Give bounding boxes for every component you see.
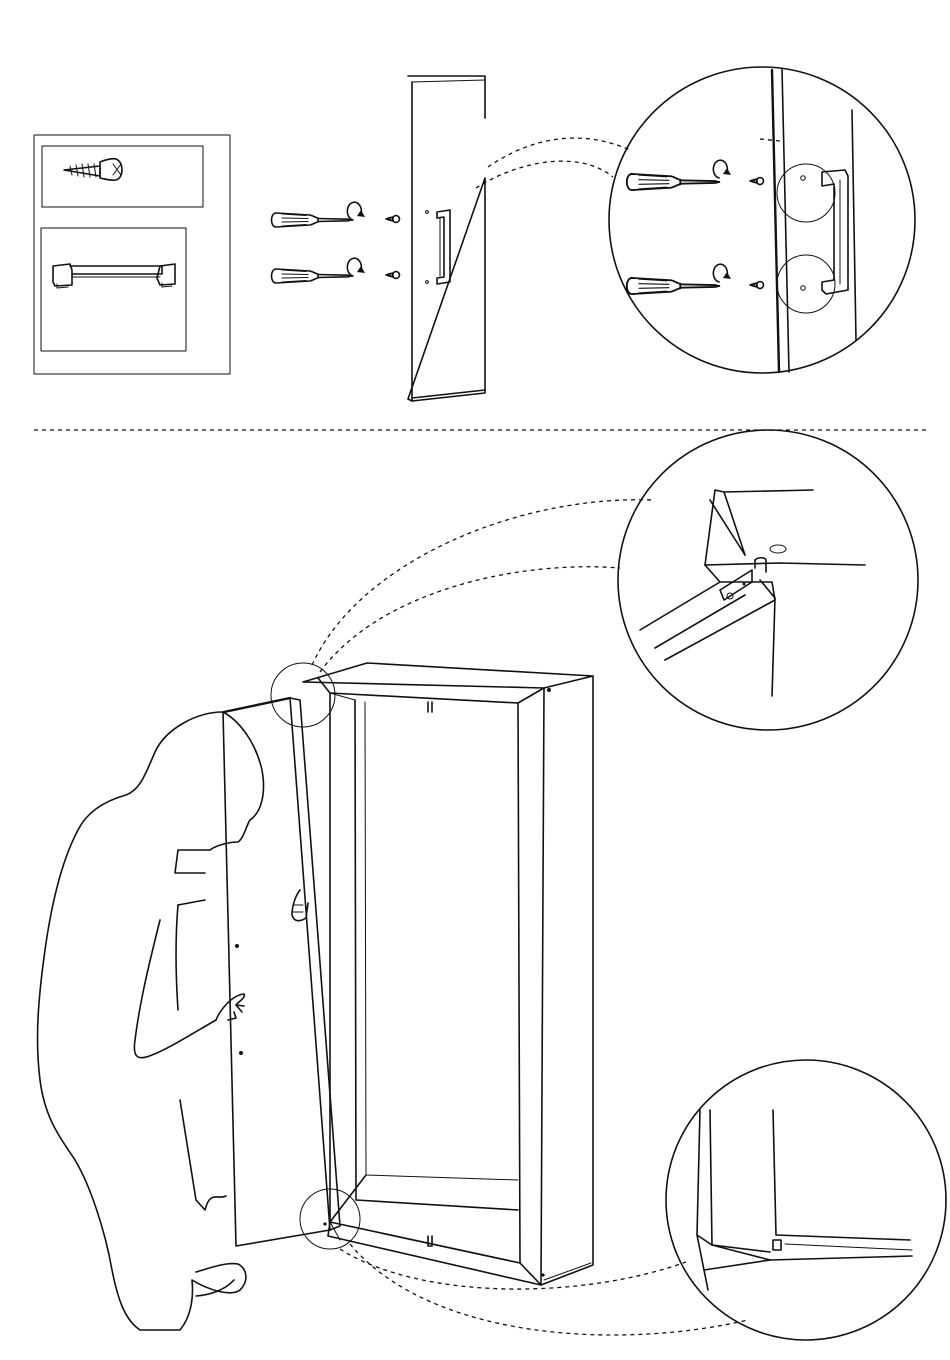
- detail-connector-top-hinge: [312, 500, 653, 672]
- screwdriver-top: [272, 202, 400, 227]
- door-handle: [437, 210, 450, 284]
- screw-icon: [386, 272, 400, 279]
- person-figure: [38, 712, 308, 1330]
- parts-list-box: [34, 135, 230, 374]
- detail-connector-bottom-hinge: [340, 1244, 748, 1335]
- cabinet-door: [223, 698, 340, 1246]
- handle-screw-detail: [609, 67, 915, 373]
- screw-part: [42, 146, 203, 207]
- handle-part: [41, 228, 186, 351]
- screwdriver-bottom: [272, 258, 400, 283]
- handle-icon: [53, 264, 175, 288]
- door-panel: [408, 76, 485, 401]
- screw-icon: [386, 216, 400, 223]
- rotate-clockwise-icon: [713, 160, 731, 178]
- top-hinge-pin-detail: [618, 430, 918, 730]
- top-hinge-callout: [271, 663, 335, 727]
- rotate-clockwise-icon: [713, 264, 731, 282]
- screw-icon: [64, 159, 122, 181]
- bottom-hinge-detail: [666, 1060, 946, 1340]
- rotate-clockwise-icon: [347, 202, 365, 220]
- detail-connector-top: [476, 138, 630, 188]
- cabinet-frame: [303, 663, 593, 1285]
- rotate-clockwise-icon: [347, 258, 365, 276]
